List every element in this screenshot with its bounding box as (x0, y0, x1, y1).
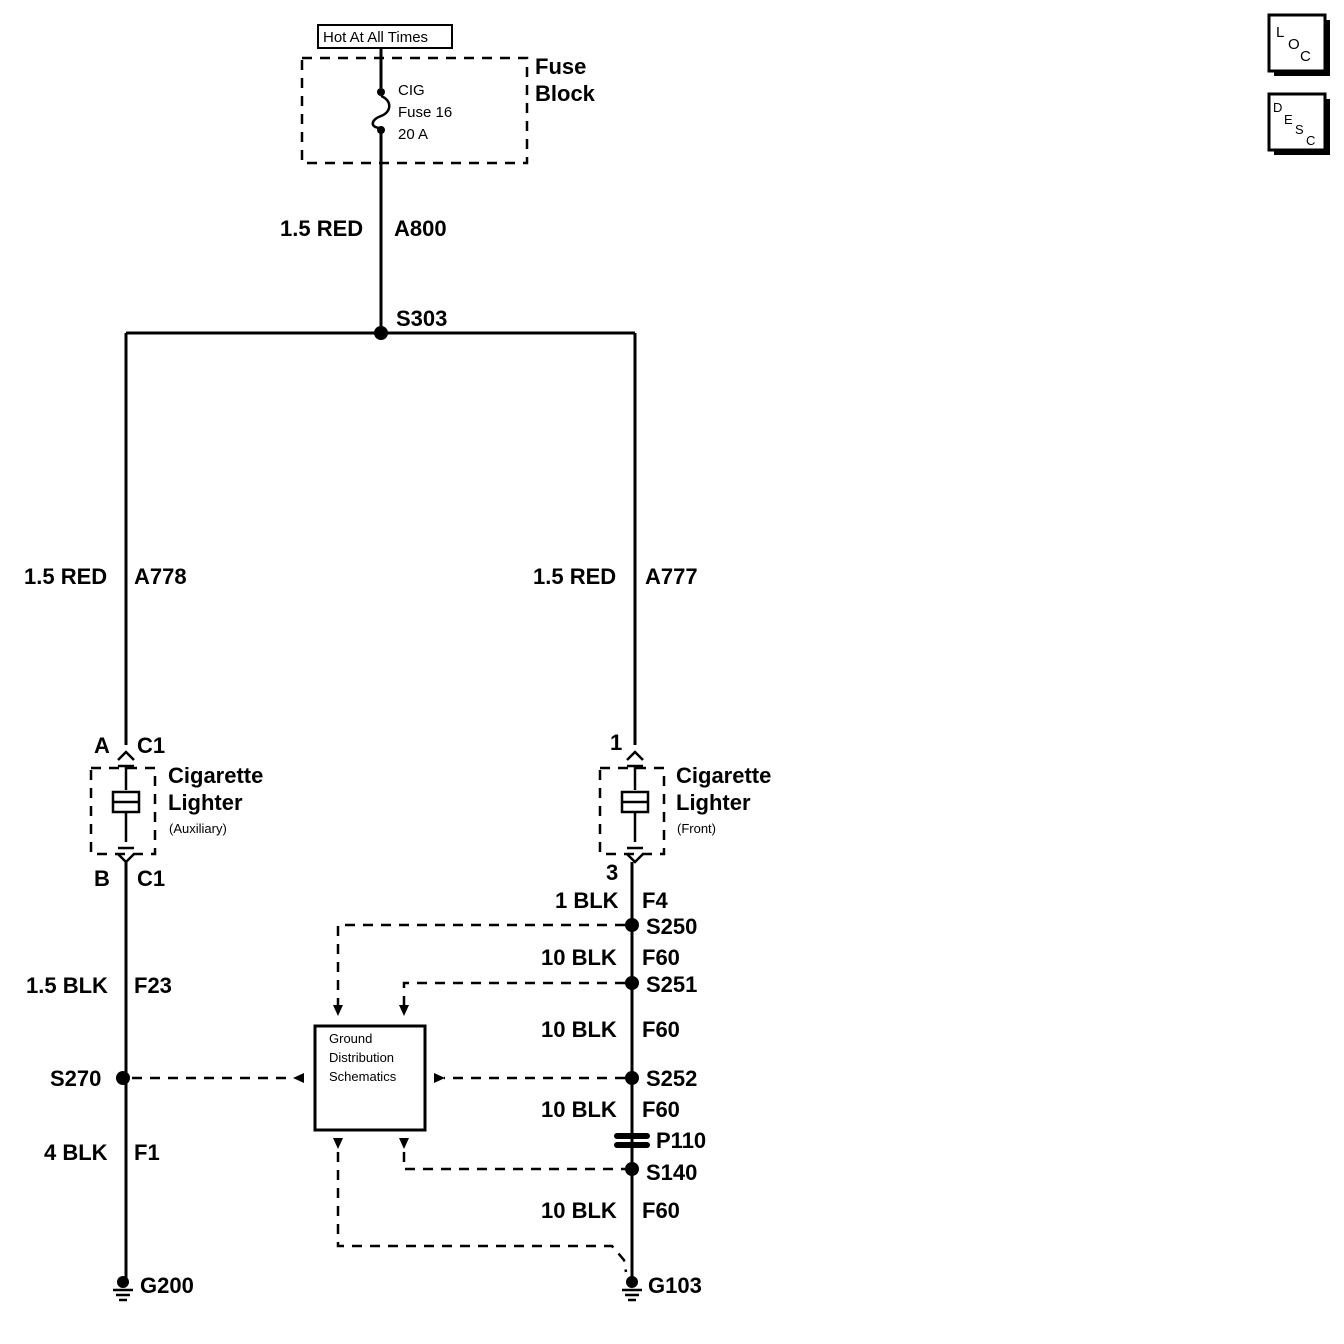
diagram-label: F60 (642, 1017, 680, 1042)
diagram-label: Block (535, 81, 596, 106)
diagram-label: S250 (646, 914, 697, 939)
diagram-label: B (94, 866, 110, 891)
diagram-label: C1 (137, 866, 165, 891)
diagram-label: 10 BLK (541, 1198, 617, 1223)
diagram-label: Cigarette (676, 763, 771, 788)
diagram-label: O (1288, 36, 1300, 53)
diagram-label: F60 (642, 945, 680, 970)
splice-s250 (625, 918, 639, 932)
diagram-label: Hot At All Times (323, 29, 428, 46)
diagram-label: 3 (606, 860, 618, 885)
a777-circuit: A777 (645, 564, 698, 589)
f1-gauge: 4 BLK (44, 1140, 108, 1165)
diagram-label: 10 BLK (541, 1017, 617, 1042)
f1-circuit: F1 (134, 1140, 160, 1165)
a777-gauge: 1.5 RED (533, 564, 616, 589)
diagram-label: CIG (398, 82, 425, 99)
a800-gauge: 1.5 RED (280, 216, 363, 241)
splice-s270 (116, 1071, 130, 1085)
diagram-label: S303 (396, 306, 447, 331)
diagram-label: D (1273, 100, 1282, 115)
diagram-label: (Auxiliary) (169, 821, 227, 836)
ground-g103-icon (622, 1276, 642, 1302)
f23-gauge: 1.5 BLK (26, 973, 108, 998)
fuse-icon (371, 94, 391, 130)
ground-g200-icon (113, 1276, 133, 1302)
connector-p110-icon (614, 1133, 650, 1148)
diagram-label: G200 (140, 1273, 194, 1298)
diagram-label: F60 (642, 1198, 680, 1223)
diagram-label: Cigarette (168, 763, 263, 788)
diagram-label: F4 (642, 888, 668, 913)
diagram-label: Lighter (168, 790, 243, 815)
diagram-label: 1 (610, 730, 622, 755)
diagram-label: C (1300, 48, 1311, 65)
diagram-label: L (1276, 24, 1284, 41)
diagram-label: S252 (646, 1066, 697, 1091)
a800-circuit: A800 (394, 216, 447, 241)
diagram-label: 1 BLK (555, 888, 619, 913)
diagram-label: Lighter (676, 790, 751, 815)
loc-badge[interactable]: L O C (1267, 13, 1330, 76)
diagram-label: Schematics (329, 1069, 397, 1084)
diagram-label: Fuse (535, 54, 586, 79)
ground-distribution-box[interactable]: Ground Distribution Schematics (313, 1024, 427, 1132)
diagram-label: Distribution (329, 1050, 394, 1065)
fuse-block: Fuse Block CIG Fuse 16 20 A (300, 48, 596, 165)
diagram-label: A (94, 733, 110, 758)
splice-s252 (625, 1071, 639, 1085)
diagram-label: S140 (646, 1160, 697, 1185)
splice-s251 (625, 976, 639, 990)
splice-s303 (374, 326, 388, 340)
diagram-label: C1 (137, 733, 165, 758)
aux-cigarette-lighter: A C1 Cigarette Lighter (Auxiliary) B C1 (89, 733, 263, 891)
splice-s140 (625, 1162, 639, 1176)
ground-reference-lines (132, 923, 628, 1273)
diagram-label: S251 (646, 972, 697, 997)
diagram-label: G103 (648, 1273, 702, 1298)
diagram-label: (Front) (677, 821, 716, 836)
diagram-label: 10 BLK (541, 1097, 617, 1122)
diagram-label: Fuse 16 (398, 104, 452, 121)
diagram-label: S (1295, 122, 1304, 137)
diagram-label: Ground (329, 1031, 372, 1046)
diagram-label: S270 (50, 1066, 101, 1091)
a778-circuit: A778 (134, 564, 187, 589)
f23-circuit: F23 (134, 973, 172, 998)
desc-badge[interactable]: D E S C (1267, 92, 1330, 155)
a778-gauge: 1.5 RED (24, 564, 107, 589)
diagram-label: P110 (656, 1128, 706, 1153)
diagram-label: E (1284, 112, 1293, 127)
diagram-label: C (1306, 133, 1315, 148)
hot-at-all-times-label: Hot At All Times (317, 24, 453, 49)
diagram-label: 20 A (398, 126, 428, 143)
diagram-label: 10 BLK (541, 945, 617, 970)
front-cigarette-lighter: 1 Cigarette Lighter (Front) 3 (598, 730, 771, 885)
diagram-label: F60 (642, 1097, 680, 1122)
